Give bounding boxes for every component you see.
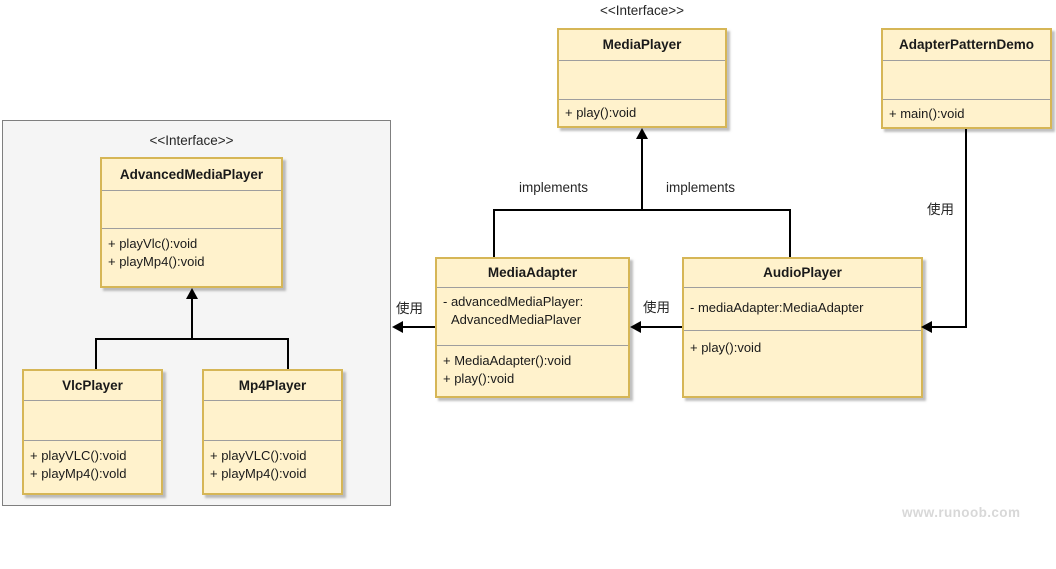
use-connector-line [931,326,967,328]
edge-label-use: 使用 [643,300,670,315]
stereotype-mediaplayer: <<Interface>> [599,3,685,18]
use-connector-line [965,129,967,328]
class-attributes: - mediaAdapter:MediaAdapter [684,288,921,331]
inheritance-arrowhead-icon [186,288,198,299]
watermark: www.runoob.com [902,505,1021,520]
method-line: + play():void [443,371,515,386]
inheritance-connector-line [191,298,193,340]
attribute-line: - mediaAdapter:MediaAdapter [690,300,864,315]
inheritance-connector-line [287,339,289,369]
method-line: + play():void [565,105,637,120]
edge-label-implements: implements [666,180,736,195]
inheritance-connector-line [95,339,97,369]
method-line: + play():void [690,340,762,355]
use-connector-line [640,326,682,328]
class-attributes-empty [883,61,1050,100]
class-title: VlcPlayer [24,371,161,401]
class-attributes-empty [204,401,341,441]
method-line: + MediaAdapter():void [443,353,572,368]
edge-label-implements: implements [519,180,589,195]
attribute-line: - advancedMediaPlayer: [443,294,584,309]
class-attributes-empty [559,61,725,100]
class-methods: + playVlc():void + playMp4():void [102,229,281,286]
method-line: + playVlc():void [108,236,198,251]
class-methods: + play():void [684,331,921,396]
use-connector-line [402,326,435,328]
stereotype-advancedmediaplayer: <<Interface>> [149,133,234,148]
class-mediaadapter: MediaAdapter - advancedMediaPlayer: Adva… [435,257,630,398]
class-methods: + MediaAdapter():void + play():void [437,346,628,396]
class-methods: + playVLC():void + playMp4():vold [24,441,161,493]
class-adapterpatterndemo: AdapterPatternDemo + main():void [881,28,1052,129]
class-attributes-empty [102,191,281,229]
class-vlcplayer: VlcPlayer + playVLC():void + playMp4():v… [22,369,163,495]
use-arrowhead-icon [630,321,641,333]
implements-connector-line [493,209,791,211]
method-line: + playVLC():void [210,448,307,463]
attribute-line: AdvancedMediaPlaver [451,312,582,327]
class-audioplayer: AudioPlayer - mediaAdapter:MediaAdapter … [682,257,923,398]
class-mp4player: Mp4Player + playVLC():void + playMp4():v… [202,369,343,495]
implements-arrowhead-icon [636,128,648,139]
method-line: + main():void [889,106,965,121]
class-title: Mp4Player [204,371,341,401]
method-line: + playMp4():void [210,466,307,481]
class-title: MediaPlayer [559,30,725,61]
class-methods: + play():void [559,100,725,126]
class-mediaplayer: MediaPlayer + play():void [557,28,727,128]
class-advancedmediaplayer: AdvancedMediaPlayer + playVlc():void + p… [100,157,283,288]
class-attributes: - advancedMediaPlayer: AdvancedMediaPlav… [437,288,628,346]
class-title: AdapterPatternDemo [883,30,1050,61]
use-arrowhead-icon [392,321,403,333]
edge-label-use: 使用 [927,202,954,217]
class-methods: + main():void [883,100,1050,127]
use-arrowhead-icon [921,321,932,333]
class-title: MediaAdapter [437,259,628,288]
class-attributes-empty [24,401,161,441]
implements-connector-line [641,138,643,211]
class-methods: + playVLC():void + playMp4():void [204,441,341,493]
inheritance-connector-line [95,338,289,340]
method-line: + playMp4():void [108,254,205,269]
implements-connector-line [493,210,495,257]
method-line: + playMp4():vold [30,466,127,481]
class-title: AdvancedMediaPlayer [102,159,281,191]
class-title: AudioPlayer [684,259,921,288]
method-line: + playVLC():void [30,448,127,463]
implements-connector-line [789,210,791,257]
edge-label-use: 使用 [396,301,423,316]
